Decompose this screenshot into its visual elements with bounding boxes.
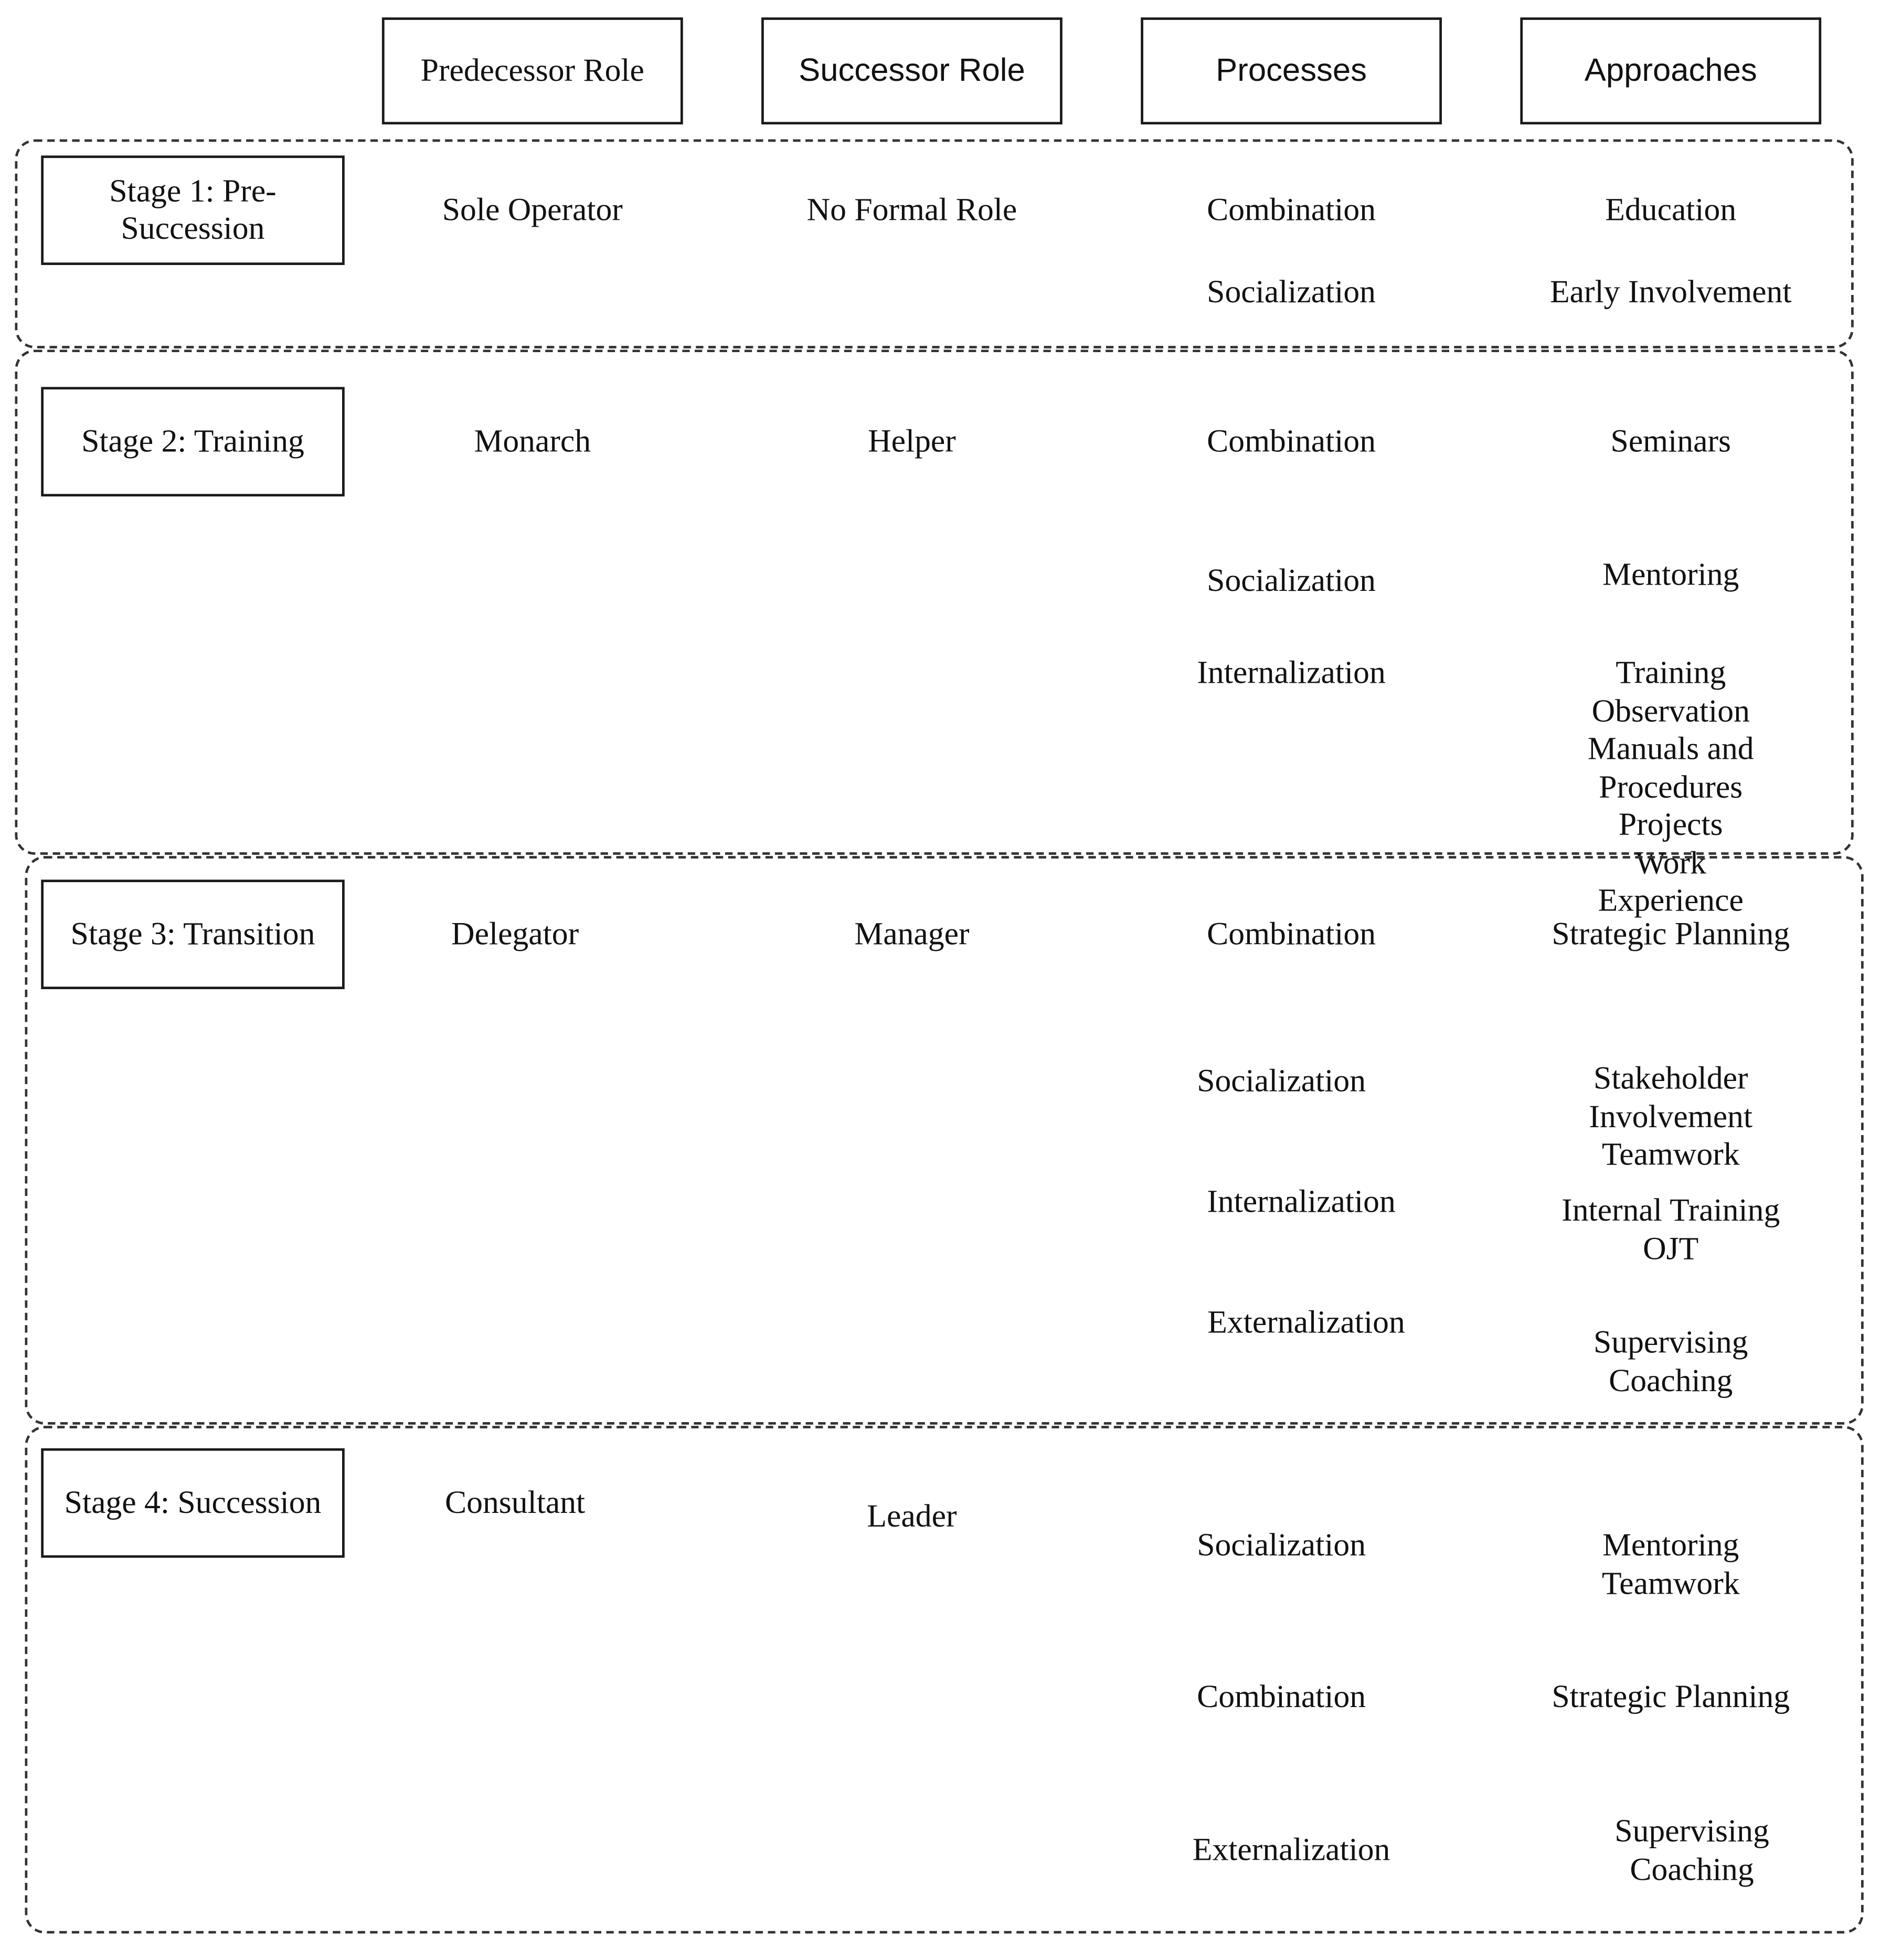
stage-3-process: Externalization <box>1207 1304 1405 1340</box>
stage-4-successor-role: Leader <box>867 1498 957 1534</box>
stage-2-predecessor-role: Monarch <box>474 423 591 459</box>
header-approaches: Approaches <box>1520 17 1822 125</box>
stage-3-process: Internalization <box>1207 1183 1396 1220</box>
stage-4-approach: Supervising Coaching <box>1614 1813 1769 1887</box>
stage-1-approach: Education <box>1605 192 1737 228</box>
stage-4-label: Stage 4: Succession <box>41 1448 345 1558</box>
stage-4-approach: Mentoring Teamwork <box>1601 1527 1740 1601</box>
stage-3-predecessor-role: Delegator <box>451 916 579 952</box>
stage-3-process: Combination <box>1207 916 1376 952</box>
stage-4-process: Combination <box>1197 1678 1366 1715</box>
stage-3-approach: Internal Training OJT <box>1561 1192 1780 1266</box>
stage-3-approach: Supervising Coaching <box>1593 1323 1748 1398</box>
stage-2-process: Internalization <box>1197 654 1386 691</box>
header-predecessor-role: Predecessor Role <box>381 17 683 125</box>
stage-1-process: Combination <box>1207 192 1376 228</box>
stage-1-label: Stage 1: Pre-Succession <box>41 155 345 266</box>
stage-4-approach: Strategic Planning <box>1552 1678 1790 1715</box>
stage-4-process: Socialization <box>1197 1527 1366 1563</box>
stage-3-label: Stage 3: Transition <box>41 880 345 989</box>
stage-3-group <box>25 856 1864 1425</box>
header-processes: Processes <box>1141 17 1442 125</box>
stage-1-successor-role: No Formal Role <box>806 192 1017 228</box>
stage-2-approach: Seminars <box>1610 423 1731 459</box>
stage-4-predecessor-role: Consultant <box>445 1484 586 1521</box>
stage-3-approach: Stakeholder Involvement Teamwork <box>1589 1060 1753 1172</box>
stage-1-process: Socialization <box>1207 273 1376 310</box>
stage-2-approach: Mentoring <box>1602 556 1739 592</box>
stage-1-approach: Early Involvement <box>1550 273 1792 310</box>
stage-1-group <box>15 139 1854 348</box>
stage-4-group <box>25 1426 1864 1934</box>
stage-3-approach: Strategic Planning <box>1552 916 1790 952</box>
stage-2-group <box>15 349 1854 855</box>
stage-2-successor-role: Helper <box>868 423 956 459</box>
stage-3-successor-role: Manager <box>854 916 970 952</box>
stage-2-approach: Training Observation Manuals and Procedu… <box>1587 654 1754 918</box>
stage-4-process: Externalization <box>1192 1831 1390 1868</box>
header-successor-role: Successor Role <box>761 17 1063 125</box>
stage-2-process: Socialization <box>1207 562 1376 599</box>
stage-2-label: Stage 2: Training <box>41 387 345 497</box>
stage-1-predecessor-role: Sole Operator <box>442 192 623 228</box>
stage-3-process: Socialization <box>1197 1062 1366 1099</box>
stage-2-process: Combination <box>1207 423 1376 459</box>
